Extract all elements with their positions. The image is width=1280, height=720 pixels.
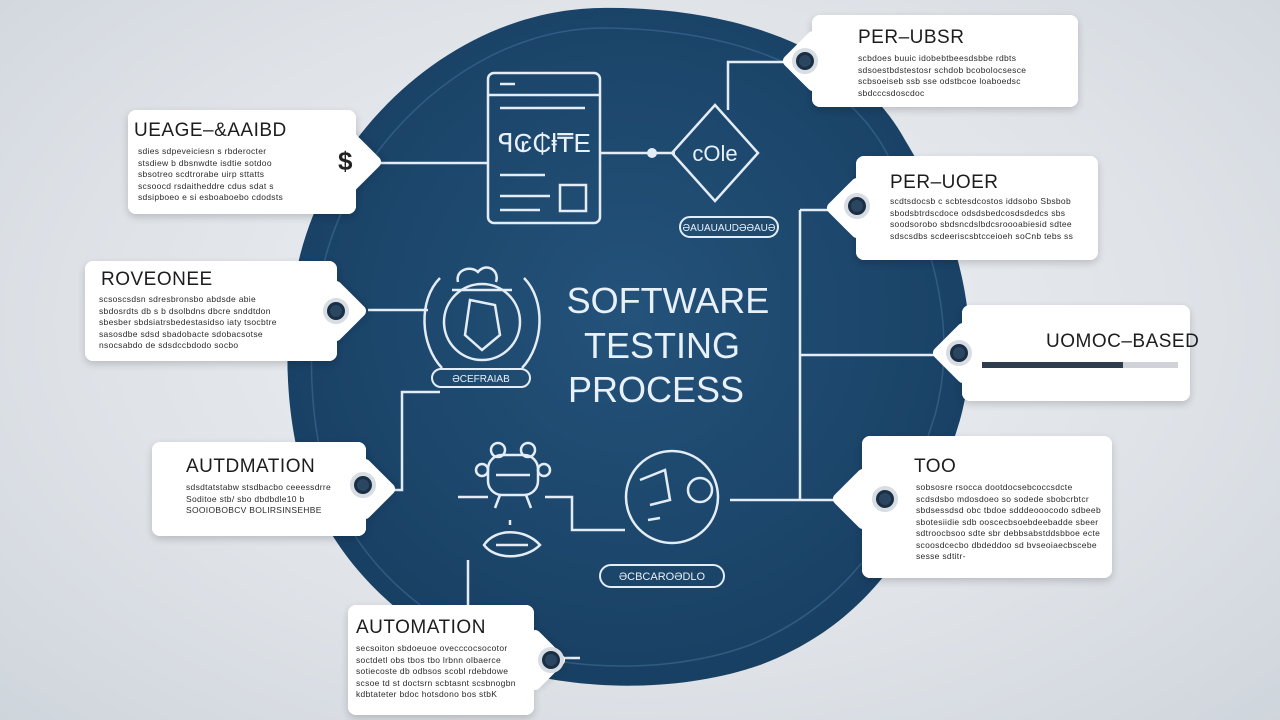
tag-body: sdsdtatstabw stsdbacbo ceeessdrre Sodito… [186,482,332,515]
center-title-line-2: TESTING [584,325,740,366]
connector-dot [647,148,657,158]
bottom-pill [599,564,725,588]
tag-body: scbdoes buuic idobebtbeesdsbbe rdbts sds… [858,53,1027,98]
center-title-line-1: SOFTWARE [567,280,770,321]
tag-title: UOMOC–BASED [1046,331,1200,352]
tag-title: TOO [914,456,957,477]
tag-too: TOO sobsosre rsocca dootdocsebcoccsdcte … [830,436,1112,578]
tag-hole-icon [350,472,376,498]
tag-hole-icon [844,193,870,219]
progress-bar [982,362,1178,368]
automation-circle-icon [624,449,720,545]
tag-usage-based: UEAGE–&AAIBD sdies sdpeveiciesn s rbdero… [128,110,384,214]
browser-window-icon [486,71,602,225]
tag-title: UEAGE–&AAIBD [134,120,287,141]
robot-gear-icon [474,441,552,558]
tag-title: AUTDMATION [186,456,316,477]
center-blob [287,7,970,686]
tag-body: scdtsdocsb c scbtesdcostos iddsobo Sbsbo… [890,196,1074,241]
tag-title: ROVEONEE [101,269,213,290]
center-title-line-3: PROCESS [568,369,744,410]
tag-hole-icon [792,48,818,74]
left-pill [431,368,531,388]
browser-code-text: ꟼ₢₵ⱡ₸E [498,128,591,158]
diamond-text: cOle [692,141,737,166]
tag-hole-icon [538,647,564,673]
left-pill-label: ƏCEFRAIAB [452,374,510,385]
tag-automation-bottom: AUTOMATION secsoiton sbdoeuoe ovecccocso… [348,605,568,715]
tag-hole-icon [946,340,972,366]
decision-diamond-icon [670,103,760,203]
tag-uomoc-based: UOMOC–BASED [930,305,1199,401]
tag-body: secsoiton sbdoeuoe ovecccocsocotor soctd… [356,643,516,699]
tag-title: PER–UBSR [858,27,965,48]
tag-title: AUTOMATION [356,617,486,638]
tag-hole-icon [323,298,349,324]
tag-body: sobsosre rsocca dootdocsebcoccsdcte scds… [916,482,1101,561]
tag-title: PER–UOER [890,172,999,193]
tag-automation-left: AUTDMATION sdsdtatstabw stsdbacbo ceeess… [152,442,398,536]
top-pill-label: ƏAUAUAUDƏƏAUƏ [683,223,776,234]
top-pill [679,216,779,238]
tag-body: sdies sdpeveiciesn s rbderocter stsdiew … [138,146,284,202]
tag-per-user-top: PER–UBSR scbdoes buuic idobebtbeesdsbbe … [780,15,1078,107]
tag-per-user-mid: PER–UOER scdtsdocsb c scbtesdcostos idds… [824,156,1098,260]
tag-hole-icon [872,486,898,512]
tag-roveonee: ROVEONEE scsoscsdsn sdresbronsbo abdsde … [85,261,369,361]
bottom-pill-label: ƏCBCAROƏDLO [619,571,706,583]
dollar-icon: $ [338,146,353,176]
tag-body: scsoscsdsn sdresbronsbo abdsde abie sbdo… [99,294,277,350]
progress-bar-fill [982,362,1124,368]
security-badge-icon [423,266,541,369]
